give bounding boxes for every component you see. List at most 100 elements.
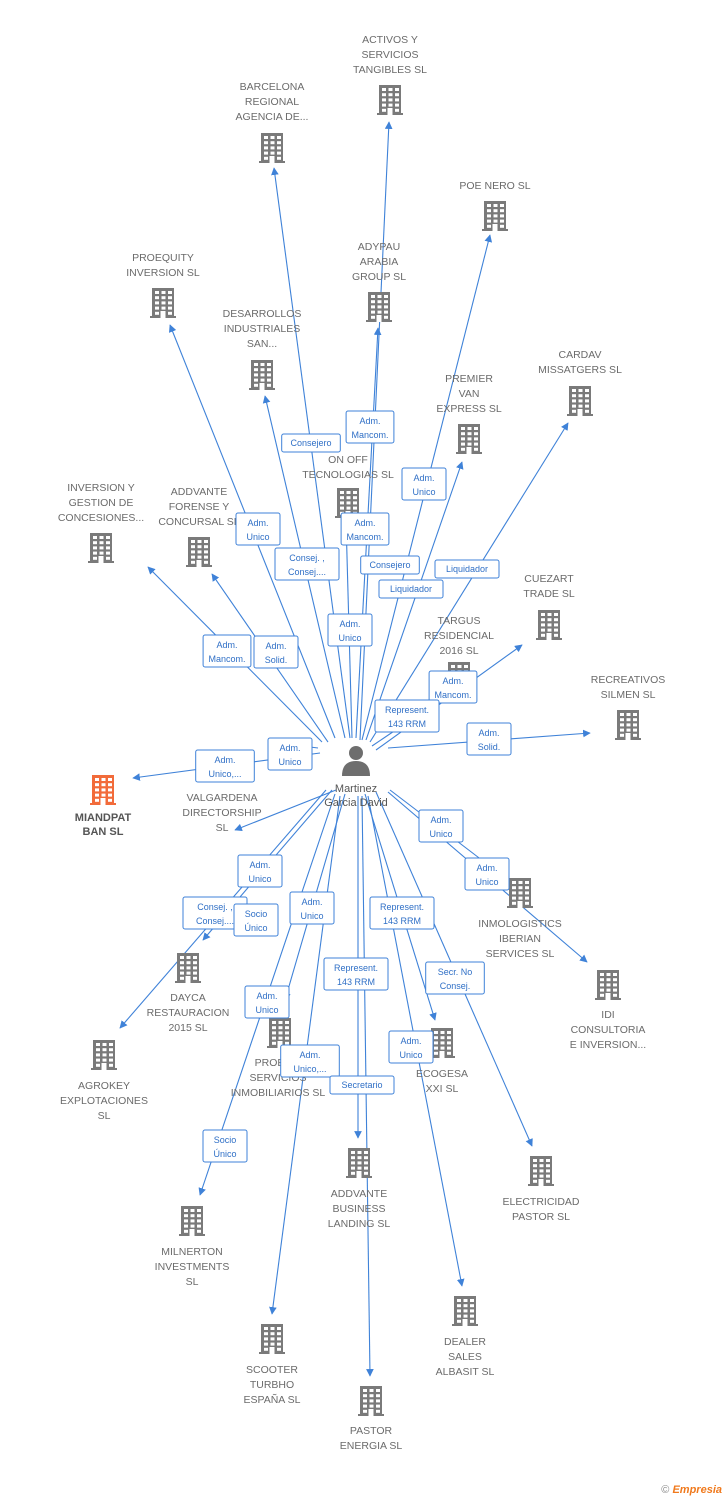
role-text: Unico <box>475 877 498 887</box>
company-label-line: FORENSE Y <box>169 501 230 513</box>
person-icon <box>342 746 370 776</box>
brand-logo[interactable]: Empresia <box>672 1484 722 1496</box>
company-label-line: ON OFF <box>328 454 368 466</box>
role-badge[interactable]: Adm.Solid. <box>466 722 512 756</box>
role-text: Adm. <box>279 743 300 753</box>
role-text: Adm. <box>478 728 499 738</box>
role-text: Represent. <box>385 705 429 715</box>
role-badge[interactable]: Represent. 143 RRM <box>374 699 440 733</box>
role-text: Adm. <box>265 641 286 651</box>
building-icon <box>259 1324 285 1354</box>
company-label-line: SCOOTER <box>246 1364 298 1376</box>
role-text: Unico <box>248 874 271 884</box>
role-text: Solid. <box>265 655 288 665</box>
role-badge[interactable]: Consej. ,Consej.... <box>274 547 340 581</box>
role-badge[interactable]: Adm.Unico <box>418 809 464 843</box>
company-label-line: IDI <box>601 1009 614 1021</box>
role-badge[interactable]: Adm.Unico,... <box>280 1044 340 1078</box>
role-text: Adm. <box>359 416 380 426</box>
role-badge[interactable]: Adm.Unico <box>388 1030 434 1064</box>
company-label-line: ESPAÑA SL <box>243 1393 300 1406</box>
role-badge[interactable]: Consejero <box>281 433 341 453</box>
company-label-line: GESTION DE <box>69 497 134 509</box>
company-label-line: SL <box>216 822 229 834</box>
building-icon <box>150 288 176 318</box>
role-badge[interactable]: Adm.Unico <box>327 613 373 647</box>
role-badge[interactable]: Represent.143 RRM <box>369 896 435 930</box>
company-label-line: BUSINESS <box>332 1203 385 1215</box>
role-text: 143 RRM <box>388 719 426 729</box>
role-badge[interactable]: Adm.Unico <box>401 467 447 501</box>
role-badge[interactable]: Adm.Mancom. <box>428 670 478 704</box>
role-badge[interactable]: Adm.Mancom. <box>345 410 395 444</box>
company-label-line: INVESTMENTS <box>155 1261 230 1273</box>
role-badge[interactable]: Adm.Unico <box>235 512 281 546</box>
company-label-line: ENERGIA SL <box>340 1440 403 1452</box>
company-label-line: ADYPAU <box>358 241 400 253</box>
building-icon <box>595 970 621 1000</box>
role-badge[interactable]: Adm.Unico <box>237 854 283 888</box>
role-badge[interactable]: Consej. ,Consej.... <box>182 896 248 930</box>
role-text: Único <box>213 1149 236 1159</box>
role-badge[interactable]: Adm.Unico <box>267 737 313 771</box>
role-badge[interactable]: Adm.Unico <box>289 891 335 925</box>
role-text: Unico,... <box>208 769 241 779</box>
role-badge[interactable]: Consejero <box>360 555 420 575</box>
role-badge[interactable]: Adm.Unico <box>244 985 290 1019</box>
company-label-line: EXPLOTACIONES <box>60 1095 148 1107</box>
role-badge[interactable]: Adm.Mancom. <box>202 634 252 668</box>
company-label-line: CONSULTORIA <box>571 1024 646 1036</box>
person-name-line: Martinez <box>335 783 377 795</box>
company-label-line: ACTIVOS Y <box>362 34 418 46</box>
company-node-desarrollos[interactable]: DESARROLLOSINDUSTRIALESSAN... <box>223 308 302 390</box>
role-badge[interactable]: Adm. Solid. <box>253 635 299 669</box>
company-label-line: GROUP SL <box>352 271 406 283</box>
role-badge[interactable]: Adm.Mancom. <box>340 512 390 546</box>
company-label-line: CONCESIONES... <box>58 512 144 524</box>
role-badge[interactable]: Adm.Unico <box>464 857 510 891</box>
company-label-line: DIRECTORSHIP <box>182 807 261 819</box>
building-icon <box>259 133 285 163</box>
company-label-line: BAN SL <box>83 826 124 838</box>
company-label-line: MISSATGERS SL <box>538 364 622 376</box>
company-node-poe[interactable]: POE NERO SL <box>459 180 531 231</box>
role-badge[interactable]: Liquidador <box>378 579 444 599</box>
role-badge[interactable]: Secretario <box>329 1075 395 1095</box>
company-label-line: ELECTRICIDAD <box>502 1196 579 1208</box>
role-text: Socio <box>214 1135 237 1145</box>
company-label-line: DESARROLLOS <box>223 308 302 320</box>
role-badge[interactable]: Adm.Unico,... <box>195 749 255 783</box>
company-label-line: TRADE SL <box>523 588 575 600</box>
company-label-line: CONCURSAL SL <box>158 516 239 528</box>
role-badge[interactable]: Liquidador <box>434 559 500 579</box>
role-badge[interactable]: Represent.143 RRM <box>323 957 389 991</box>
